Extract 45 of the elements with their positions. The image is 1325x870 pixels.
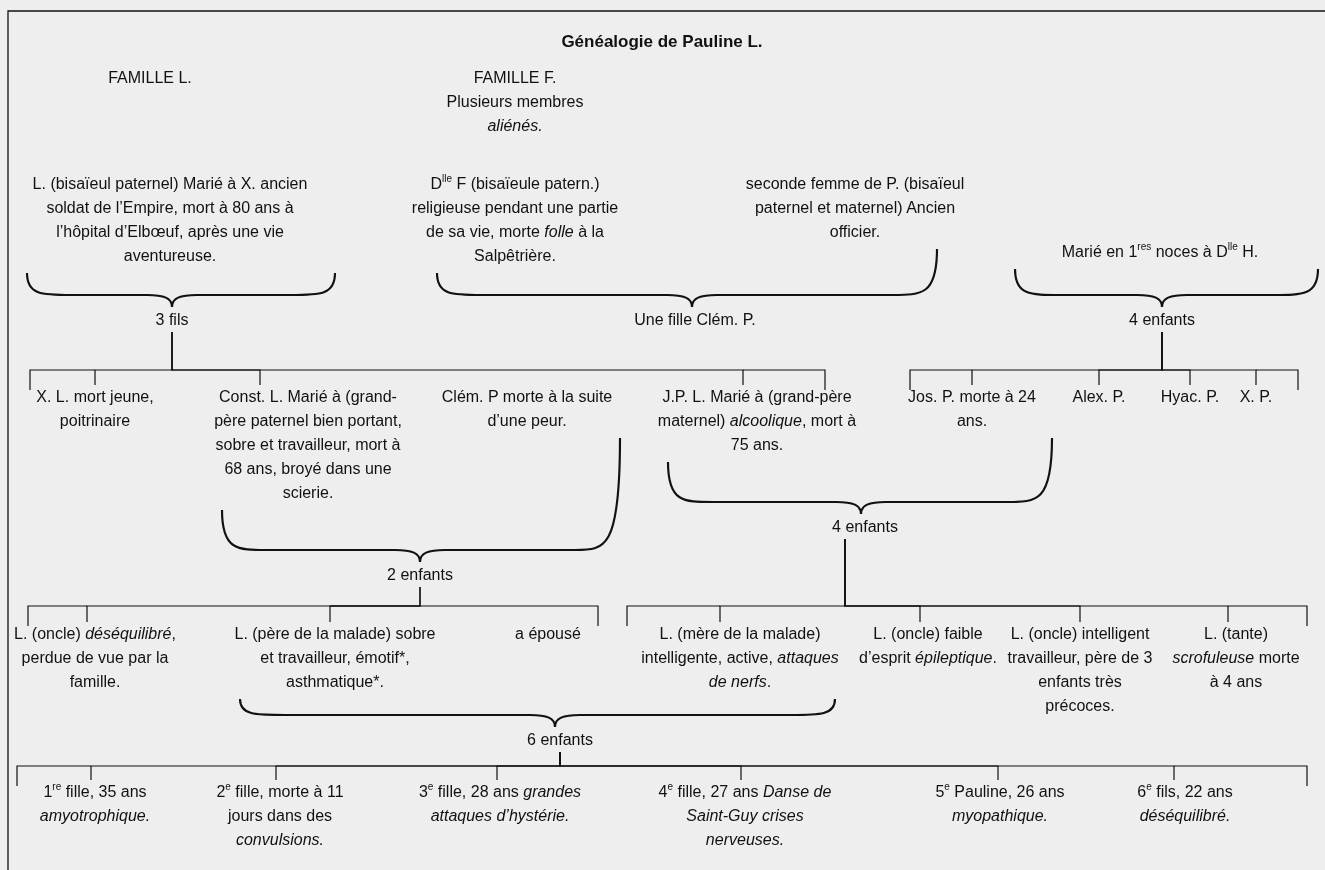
person-entry: 5$^{e}$ Pauline, 26 ans myopathique. — [900, 780, 1100, 828]
person-entry: L. (oncle) faible d’esprit épileptique. — [858, 622, 998, 670]
brace — [1013, 267, 1320, 309]
sibling-count: 4 enfants — [825, 515, 905, 539]
diagram-title: Généalogie de Pauline L. — [560, 31, 764, 53]
person-entry: Clém. P morte à la suite d’une peur. — [437, 385, 617, 433]
person-entry: L. (tante) scrofuleuse morte à 4 ans — [1168, 622, 1304, 694]
sibling-count: 6 enfants — [520, 728, 600, 752]
person-entry: L. (oncle) déséquilibré, perdue de vue par la famille. — [5, 622, 185, 694]
person-entry: X. P. — [1230, 385, 1282, 409]
person-entry: 4$^{e}$ fille, 27 ans Danse de Saint-Guy crises nerveuses. — [645, 780, 845, 852]
person-entry: Alex. P. — [1059, 385, 1139, 409]
person-entry: 1$^{re}$ fille, 35 ans amyotrophique. — [15, 780, 175, 828]
bracket-line — [844, 538, 1229, 623]
person-entry: L. (bisaïeul paternel) Marié à X. ancien soldat de l’Empire, mort à 80 ans à l’hôpital d’Elbœuf, après une vie aventureuse. — [25, 172, 315, 268]
person-entry: 2$^{e}$ fille, morte à 11 jours dans des convulsions. — [200, 780, 360, 852]
person-entry: L. (oncle) intelligent travailleur, père de 3 enfants très précoces. — [1005, 622, 1155, 718]
person-entry: L. (mère de la malade) intelligente, active, attaques de nerfs. — [640, 622, 840, 694]
person-entry: Marié en 1$^{res}$ noces à D$^{lle}$ H. — [1000, 240, 1320, 264]
person-entry: a épousé — [498, 622, 598, 646]
person-entry: J.P. L. Marié à (grand-père maternel) alcoolique, mort à 75 ans. — [657, 385, 857, 457]
family-heading: FAMILLE L. — [107, 68, 193, 88]
sibling-count: 3 fils — [142, 308, 202, 332]
family-heading: FAMILLE F. — [472, 68, 558, 88]
person-entry: 6$^{e}$ fils, 22 ans déséquilibré. — [1105, 780, 1265, 828]
bracket-line — [171, 331, 744, 386]
brace — [418, 438, 622, 563]
brace — [690, 248, 939, 308]
bracket-line — [1161, 331, 1257, 386]
person-entry: Jos. P. morte à 24 ans. — [892, 385, 1052, 433]
bracket-line — [329, 586, 421, 623]
sibling-count: 2 enfants — [380, 563, 460, 587]
person-entry: D$^{lle}$ F (bisaïeule patern.) religieuse pendant une partie de sa vie, morte folle à la Salpêtrière. — [401, 172, 629, 268]
person-entry: Hyac. P. — [1148, 385, 1232, 409]
person-entry: seconde femme de P. (bisaïeul paternel et maternel) Ancien officier. — [732, 172, 978, 244]
brace — [25, 271, 337, 309]
person-entry: L. (père de la malade) sobre et travailleur, émotif*, asthmatique*. — [227, 622, 443, 694]
sibling-count: 4 enfants — [1122, 308, 1202, 332]
sibling-count: Une fille Clém. P. — [620, 308, 770, 332]
person-entry: Const. L. Marié à (grand-père paternel bien portant, sobre et travailleur, mort à 68 ans, broyé dans une scierie. — [208, 385, 408, 505]
family-heading: Plusieurs membres aliénés. — [445, 92, 585, 136]
person-entry: X. L. mort jeune, poitrinaire — [30, 385, 160, 433]
bracket-line — [559, 751, 1175, 781]
person-entry: 3$^{e}$ fille, 28 ans grandes attaques d’hystérie. — [415, 780, 585, 828]
brace — [859, 437, 1054, 515]
